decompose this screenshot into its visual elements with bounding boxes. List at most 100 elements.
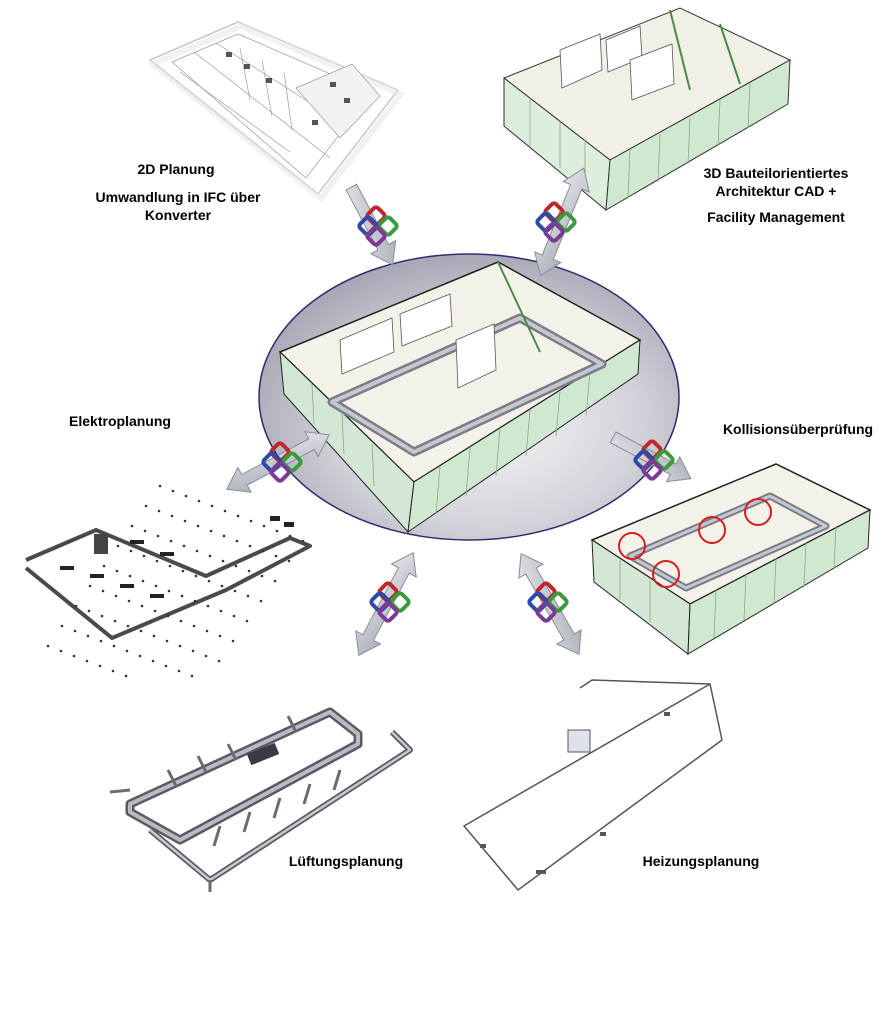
elektro-point — [262, 524, 266, 528]
elektro-point — [221, 559, 225, 563]
elektro-point — [178, 644, 182, 648]
elektro-point — [114, 594, 118, 598]
elektro-point — [152, 634, 156, 638]
elektro-point — [102, 564, 106, 568]
elektro-point — [177, 669, 181, 673]
elektro-point — [98, 664, 102, 668]
elektro-point — [100, 614, 104, 618]
elektro-point — [261, 549, 265, 553]
elektro-point — [222, 534, 226, 538]
elektro-point — [210, 504, 214, 508]
elektro-point — [180, 594, 184, 598]
elektro-point — [194, 574, 198, 578]
elektro-point — [156, 534, 160, 538]
elektro-point — [181, 569, 185, 573]
elektro-point — [219, 609, 223, 613]
elektro-point — [144, 504, 148, 508]
elektro-point — [153, 609, 157, 613]
elektro-point — [232, 614, 236, 618]
elektro-point — [74, 604, 78, 608]
elektro-point — [164, 664, 168, 668]
elektro-point — [126, 624, 130, 628]
elektro-point — [171, 489, 175, 493]
label-3d-cad-line-2: Architektur CAD + — [715, 183, 837, 199]
elektro-point — [275, 529, 279, 533]
elektro-point — [112, 644, 116, 648]
elektro-point — [217, 659, 221, 663]
elektro-point — [182, 544, 186, 548]
elektro-point — [113, 619, 117, 623]
elektro-point — [46, 644, 50, 648]
elektro-point — [184, 494, 188, 498]
elektro-point — [138, 654, 142, 658]
elektro-point — [183, 519, 187, 523]
label-lueftung-text: Lüftungsplanung — [288, 853, 404, 869]
elektro-plan-drawing — [24, 484, 312, 678]
elektro-point — [154, 584, 158, 588]
elektro-point — [179, 619, 183, 623]
elektro-point — [129, 549, 133, 553]
elektro-point — [245, 619, 249, 623]
elektro-point — [206, 604, 210, 608]
lueftung-plan-drawing — [109, 707, 413, 892]
elektro-point — [143, 529, 147, 533]
elektro-point — [195, 549, 199, 553]
elektro-point — [155, 559, 159, 563]
elektro-point — [260, 574, 264, 578]
label-kollisionsueberpruefung: Kollisionsüberprüfung — [706, 420, 890, 438]
elektro-point — [99, 639, 103, 643]
elektro-point — [111, 669, 115, 673]
label-facility-management: Facility Management — [707, 209, 845, 225]
elektro-point — [167, 589, 171, 593]
collision-markers — [618, 498, 772, 588]
heizung-plan-drawing — [462, 679, 723, 892]
elektro-point — [247, 569, 251, 573]
elektro-point — [236, 514, 240, 518]
floorplan-2d-drawing — [147, 21, 406, 203]
elektro-point — [207, 579, 211, 583]
elektro-point — [246, 594, 250, 598]
elektro-point — [223, 509, 227, 513]
elektro-point — [193, 599, 197, 603]
elektro-point — [88, 584, 92, 588]
elektro-point — [85, 659, 89, 663]
elektro-point — [127, 599, 131, 603]
elektro-point — [190, 674, 194, 678]
elektro-point — [235, 539, 239, 543]
elektro-point — [140, 604, 144, 608]
elektro-point — [287, 559, 291, 563]
label-lueftungsplanung: Lüftungsplanung — [272, 852, 420, 870]
elektro-point — [151, 659, 155, 663]
elektro-point — [125, 649, 129, 653]
elektro-point — [208, 554, 212, 558]
central-hub — [258, 253, 680, 541]
elektro-point — [197, 499, 201, 503]
elektro-point — [259, 599, 263, 603]
elektro-point — [218, 634, 222, 638]
elektro-point — [273, 579, 277, 583]
elektro-point — [209, 529, 213, 533]
label-2d-planung: 2D Planung — [96, 160, 256, 186]
elektro-point — [205, 629, 209, 633]
elektro-point — [130, 524, 134, 528]
elektro-point — [233, 589, 237, 593]
label-3d-cad-line-1: 3D Bauteilorientiertes — [703, 165, 849, 181]
elektro-point — [59, 649, 63, 653]
elektro-point — [115, 569, 119, 573]
elektro-point — [168, 564, 172, 568]
elektro-point — [60, 624, 64, 628]
elektro-point — [72, 654, 76, 658]
elektro-point — [86, 634, 90, 638]
elektro-point — [116, 544, 120, 548]
elektro-point — [170, 514, 174, 518]
elektro-point — [234, 564, 238, 568]
elektro-point — [128, 574, 132, 578]
label-heizungsplanung: Heizungsplanung — [626, 852, 776, 870]
label-heizung-text: Heizungsplanung — [642, 853, 760, 869]
elektro-point — [231, 639, 235, 643]
elektro-point — [301, 539, 305, 543]
label-elektroplanung: Elektroplanung — [48, 412, 192, 430]
elektro-point — [274, 554, 278, 558]
elektro-point — [196, 524, 200, 528]
